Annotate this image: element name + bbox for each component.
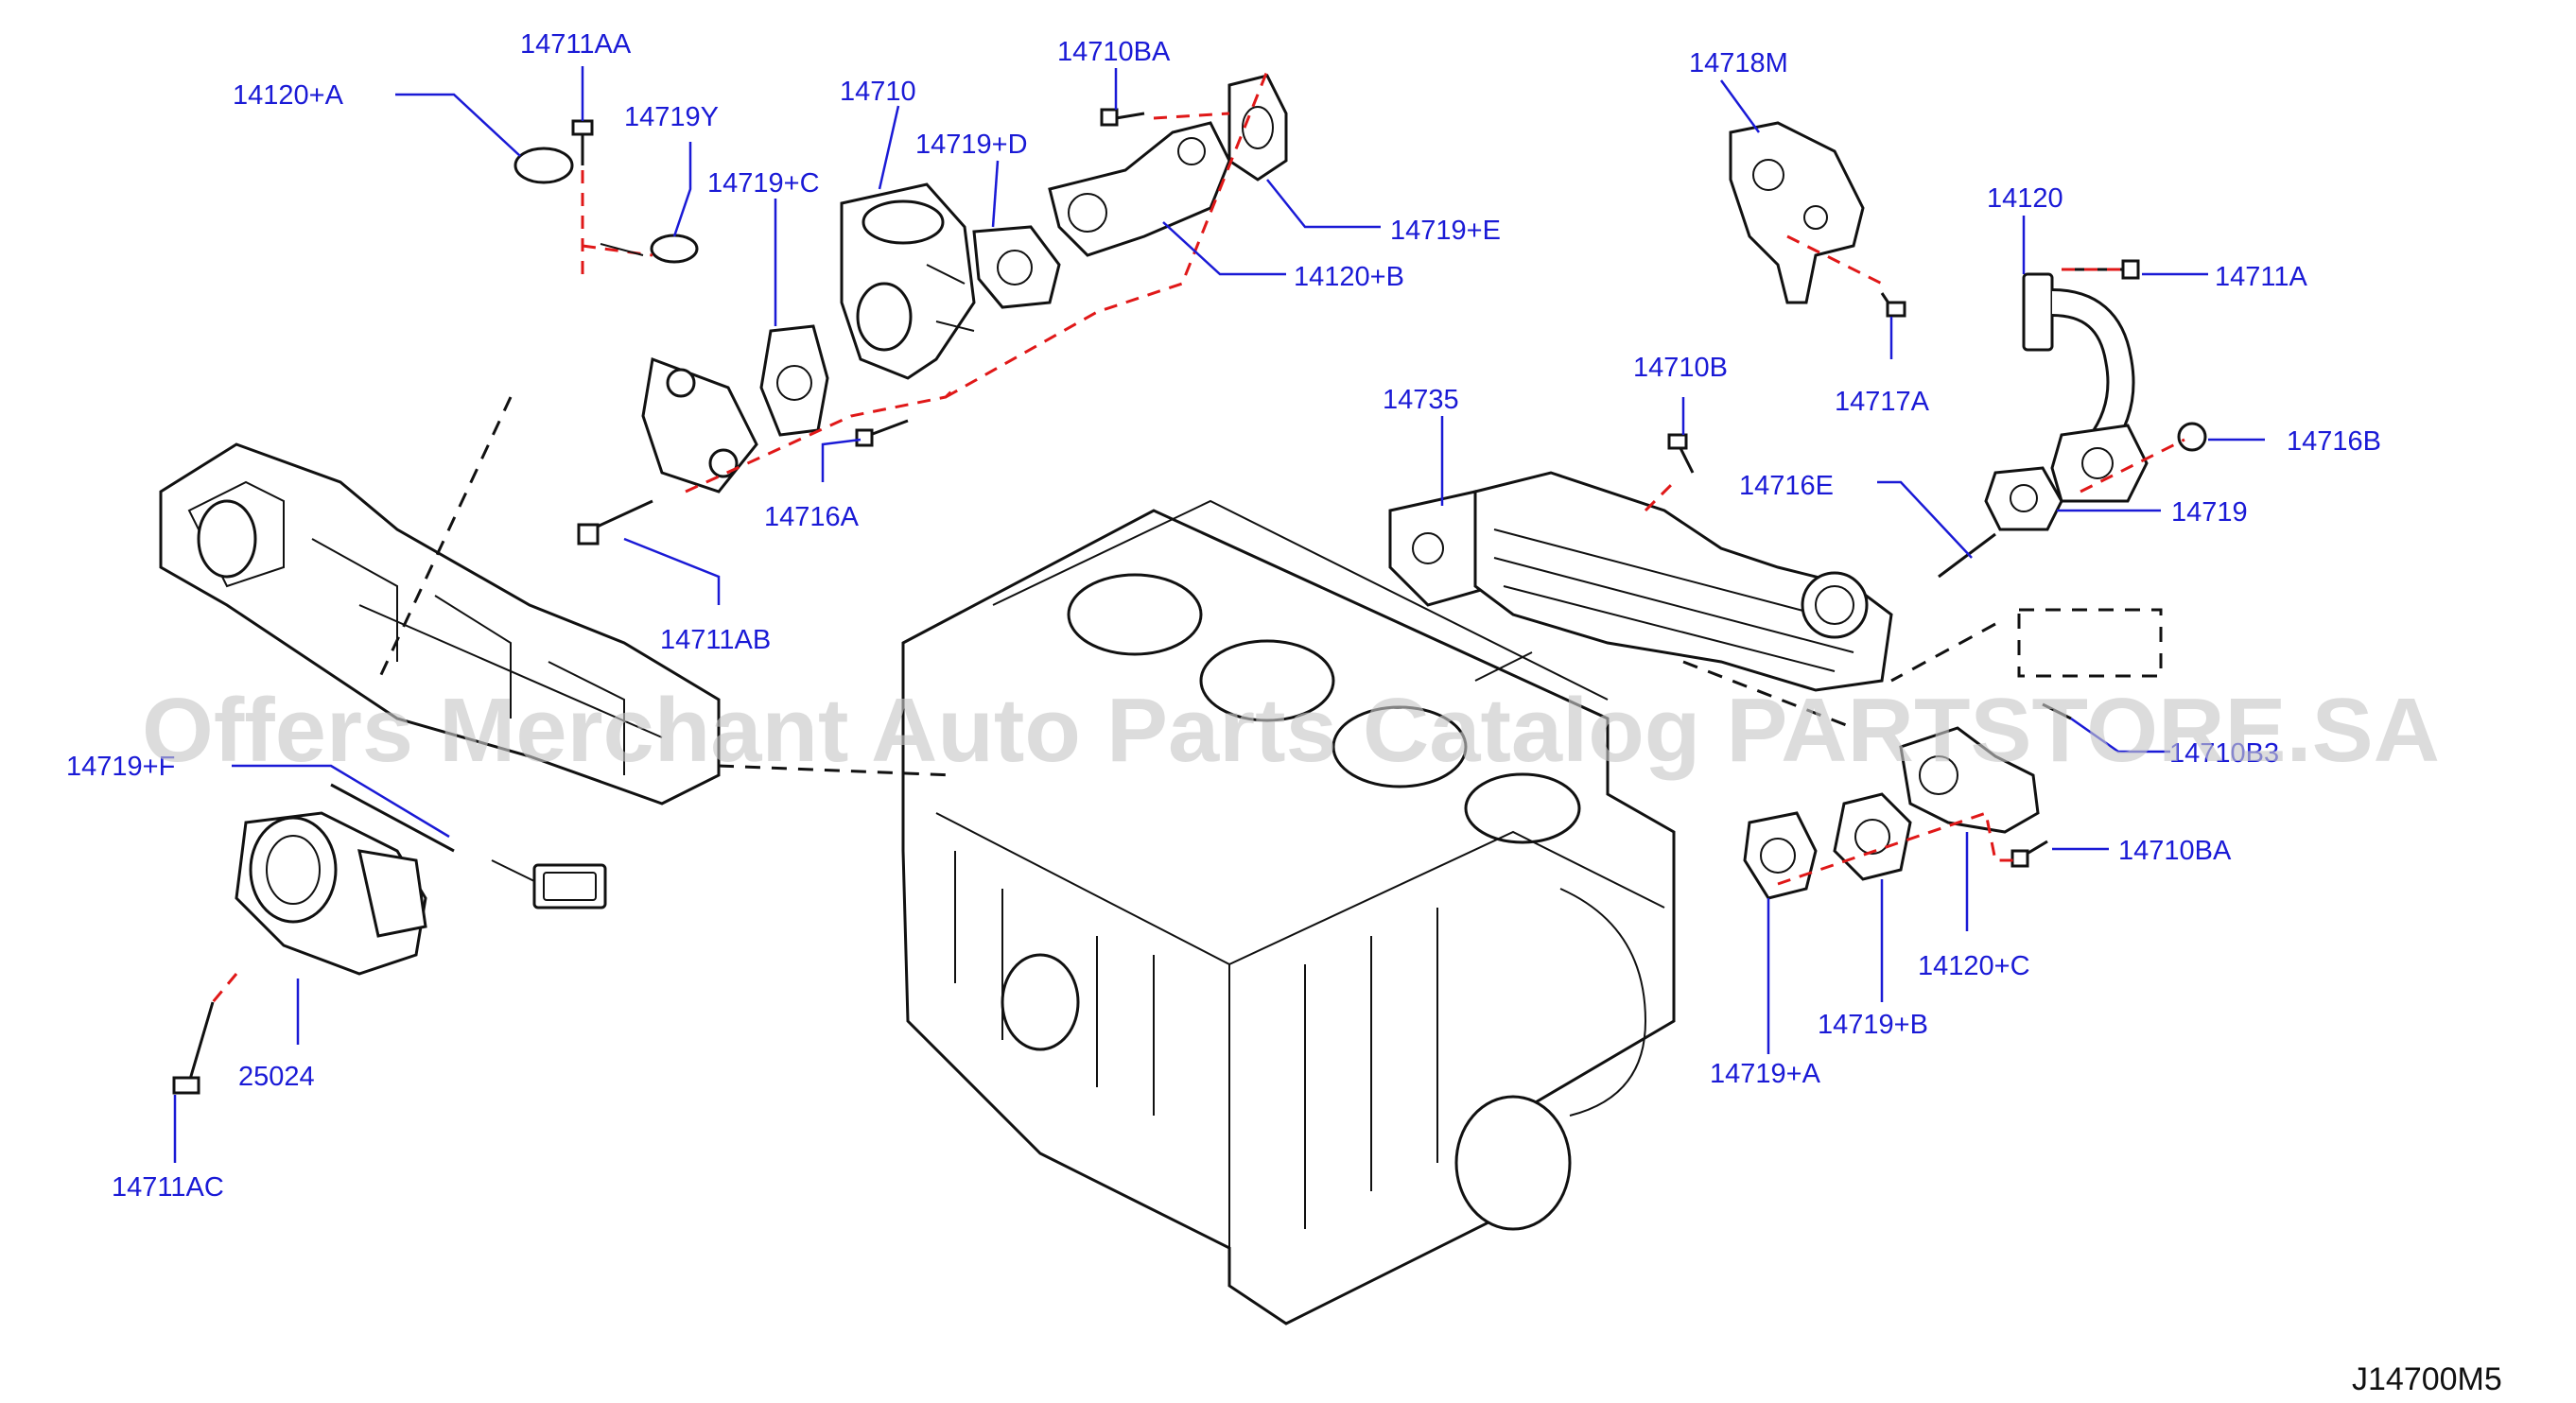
callout-14716a: 14716A [764, 502, 860, 532]
bolt-14711ab [590, 499, 653, 531]
callout-14710b3: 14710B3 [2169, 738, 2279, 769]
egr-tube-14120a [494, 147, 758, 494]
egr-tube-14120 [2022, 272, 2149, 503]
callout-14711aa: 14711AA [520, 29, 632, 60]
callout-14120a: 14120+A [233, 80, 344, 111]
nut-14716b [2177, 422, 2207, 452]
callout-14710ba-right: 14710BA [2118, 836, 2232, 866]
callout-14719b: 14719+B [1818, 1010, 1928, 1040]
bolt-14716a [869, 419, 909, 437]
callout-14710b: 14710B [1633, 353, 1728, 383]
callout-14120: 14120 [1987, 183, 2063, 214]
engine-block [901, 499, 1676, 1325]
callout-labels: 14120+A 14711AA 14719Y 14710 14710BA 147… [66, 29, 2381, 1203]
gasket-14719c [759, 324, 829, 437]
callout-14120c: 14120+C [1918, 951, 2030, 981]
egr-cooler-14735 [1388, 471, 1893, 692]
callout-14718m: 14718M [1689, 48, 1788, 78]
stud [330, 783, 455, 853]
callout-14717a: 14717A [1835, 387, 1930, 417]
callout-14711a: 14711A [2215, 262, 2307, 292]
callout-14719e: 14719+E [1390, 216, 1501, 246]
egr-valve-14710 [840, 182, 976, 380]
callout-14120b: 14120+B [1294, 262, 1404, 292]
callout-14710ba-top: 14710BA [1057, 37, 1171, 67]
leader-lines [173, 66, 2265, 1163]
gasket-14719e [1227, 74, 1288, 182]
callout-14711ab: 14711AB [660, 625, 771, 655]
bolt-14710ba-top [1115, 112, 1145, 120]
callout-14719f: 14719+F [66, 752, 175, 782]
callout-14719y: 14719Y [624, 102, 719, 132]
throttle-body-25024 [235, 811, 427, 976]
bracket-14718m [1729, 121, 1865, 304]
callout-14710: 14710 [840, 77, 916, 107]
watermark: Offers Merchant Auto Parts Catalog PARTS… [142, 680, 2440, 781]
gasket-14719a [1743, 811, 1818, 900]
bolt-14710b3 [2042, 702, 2072, 720]
oring-14719y [650, 234, 699, 264]
dashed-box [2017, 608, 2163, 678]
gasket-14719b [1833, 792, 1912, 881]
bolt-14711ac [187, 1001, 215, 1083]
stud-14716e [1938, 532, 1996, 579]
callout-14716e: 14716E [1739, 471, 1834, 501]
pipe-14120c [1899, 726, 2040, 834]
callout-14735: 14735 [1383, 385, 1459, 415]
assembly-lines [211, 70, 2185, 1003]
callout-14711ac: 14711AC [112, 1172, 224, 1203]
gasket-14719 [1984, 466, 2063, 531]
callout-14719a: 14719+A [1710, 1059, 1821, 1089]
callout-14719c: 14719+C [707, 168, 820, 199]
callout-14716b: 14716B [2287, 426, 2381, 457]
pipe-14120b [1048, 121, 1231, 257]
bolt-head [172, 1076, 200, 1095]
gasket-14719f [532, 863, 607, 909]
callout-14719: 14719 [2171, 497, 2248, 528]
gasket-14719d [972, 225, 1061, 309]
intake-manifold [159, 442, 721, 805]
callout-14719d: 14719+D [915, 130, 1028, 160]
callout-25024: 25024 [238, 1062, 315, 1092]
diagram-code: J14700M5 [2352, 1361, 2502, 1397]
